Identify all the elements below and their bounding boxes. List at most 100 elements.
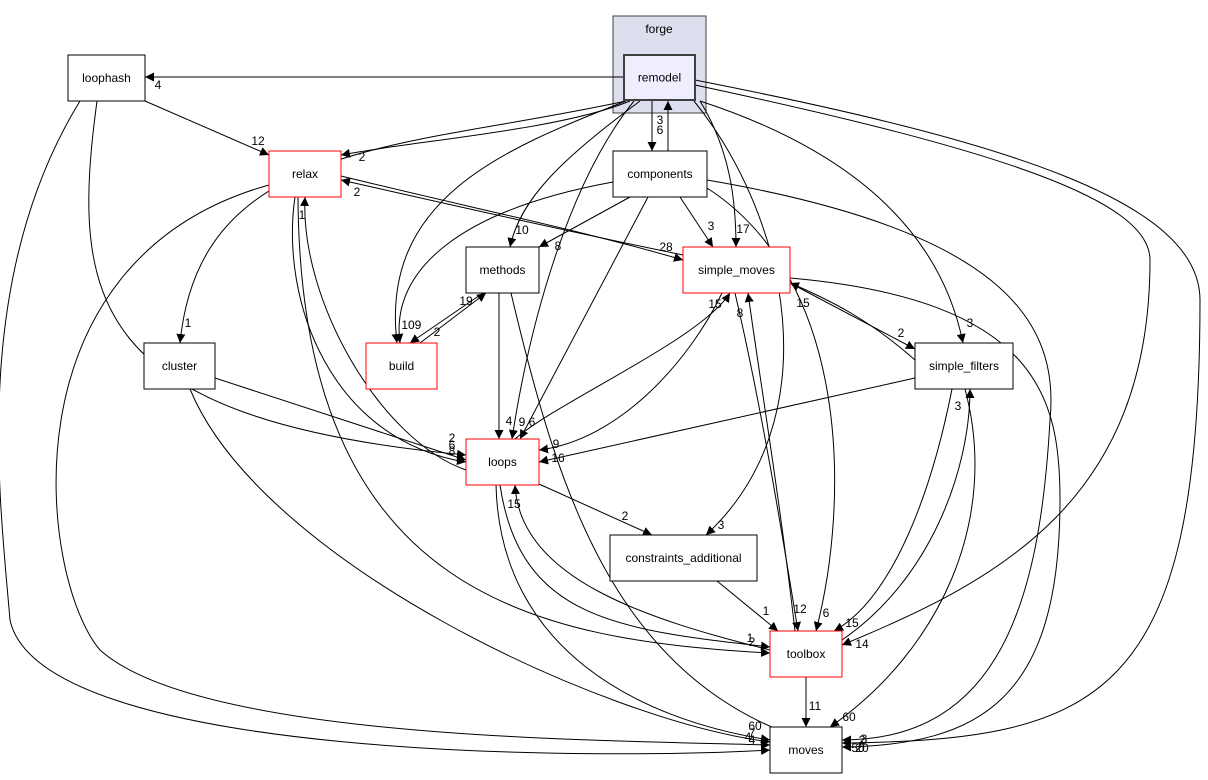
edge-weight-label: 7 — [749, 726, 756, 740]
node-simple-filters[interactable]: simple_filters — [914, 342, 1014, 390]
edge-remodel-to-constraints_additional: 3 — [693, 100, 785, 536]
node-box[interactable] — [612, 150, 708, 198]
edge-line — [391, 100, 627, 344]
edge-weight-label: 2 — [449, 431, 456, 445]
edge-line — [734, 292, 802, 632]
edge-line — [538, 483, 653, 536]
edge-components-to-toolbox: 6 — [706, 187, 836, 632]
edge-toolbox-to-moves: 11 — [801, 677, 822, 727]
node-label[interactable]: loops — [488, 455, 517, 469]
edge-weight-label: 6 — [823, 606, 830, 620]
node-box[interactable] — [682, 246, 791, 294]
edge-line — [694, 79, 1201, 748]
edge-weight-label: 6 — [657, 123, 664, 137]
edge-line — [409, 292, 484, 344]
edge-weight-label: 28 — [659, 240, 673, 254]
edge-remodel-to-toolbox: 14 — [694, 84, 1151, 651]
node-box[interactable] — [465, 438, 540, 486]
node-simple-moves[interactable]: simple_moves — [682, 246, 791, 294]
node-label[interactable]: relax — [292, 167, 318, 181]
edge-line — [699, 100, 741, 248]
node-box[interactable] — [609, 534, 758, 582]
edge-weight-label: 12 — [251, 134, 265, 148]
edge-relax-to-moves: 7 — [55, 184, 771, 750]
node-label[interactable]: remodel — [638, 71, 681, 85]
edge-simple_filters-to-toolbox: 15 — [833, 388, 953, 632]
edge-line — [833, 388, 953, 632]
edge-weight-label: 1 — [185, 316, 192, 330]
edge-line — [716, 580, 779, 632]
edge-weight-label: 60 — [842, 710, 856, 724]
edge-simple_moves-to-loops: 9 — [538, 292, 723, 454]
edge-line — [144, 100, 270, 156]
edge-simple_moves-to-relax: 2 — [340, 177, 684, 256]
edge-components-to-methods: 8 — [538, 196, 631, 253]
edge-loops-to-relax: 1 — [299, 196, 467, 471]
edge-simple_filters-to-moves: 60 — [829, 388, 976, 728]
edge-weight-label: 60 — [748, 719, 762, 733]
node-moves[interactable]: moves — [769, 726, 843, 774]
edge-simple_moves-to-moves: 50 — [789, 277, 1061, 755]
edge-weight-label: 2 — [622, 509, 629, 523]
edge-loophash-to-moves: 4 — [0, 100, 771, 756]
edge-line — [789, 277, 1061, 752]
node-loops[interactable]: loops — [465, 438, 540, 486]
edge-loophash-to-loops: 2 — [88, 100, 467, 459]
edge-components-to-simple_moves: 3 — [679, 196, 715, 248]
node-label[interactable]: build — [389, 359, 414, 373]
edge-weight-label: 12 — [793, 602, 807, 616]
edge-line — [694, 84, 1151, 646]
node-label[interactable]: moves — [788, 743, 823, 757]
node-cluster[interactable]: cluster — [143, 342, 216, 390]
edge-simple_moves-to-toolbox: 12 — [734, 292, 807, 632]
edge-relax-to-toolbox: 2 — [297, 196, 771, 657]
node-box[interactable] — [67, 54, 146, 102]
node-label[interactable]: simple_filters — [929, 359, 999, 373]
node-label[interactable]: methods — [479, 263, 525, 277]
edge-components-to-loops: 6 — [519, 196, 649, 440]
edge-line — [419, 292, 487, 344]
node-remodel[interactable]: remodel — [623, 54, 696, 101]
edge-weight-label: 15 — [507, 497, 521, 511]
node-label[interactable]: constraints_additional — [625, 551, 741, 565]
edge-line — [88, 100, 467, 459]
node-box[interactable] — [623, 54, 696, 101]
edge-line — [297, 196, 771, 657]
node-loophash[interactable]: loophash — [67, 54, 146, 102]
node-box[interactable] — [365, 342, 438, 390]
node-box[interactable] — [769, 726, 843, 774]
edge-weight-label: 50 — [851, 741, 865, 755]
edge-weight-label: 4 — [749, 733, 756, 747]
edge-weight-label: 19 — [459, 294, 473, 308]
edge-weight-label: 9 — [553, 437, 560, 451]
node-label[interactable]: components — [627, 167, 692, 181]
edge-line — [538, 377, 916, 465]
node-label[interactable]: toolbox — [787, 647, 826, 661]
node-build[interactable]: build — [365, 342, 438, 390]
cluster-label: forge — [645, 22, 673, 36]
edge-components-to-build: 9 — [394, 181, 614, 344]
edge-line — [744, 292, 796, 632]
edge-weight-label: 8 — [737, 306, 744, 320]
node-box[interactable] — [914, 342, 1014, 390]
node-components[interactable]: components — [612, 150, 708, 198]
edge-weight-label: 8 — [449, 444, 456, 458]
edge-cluster-to-moves: 4 — [189, 388, 771, 746]
node-label[interactable]: cluster — [162, 359, 197, 373]
node-methods[interactable]: methods — [465, 246, 540, 294]
node-toolbox[interactable]: toolbox — [769, 630, 843, 678]
edge-weight-label: 3 — [955, 399, 962, 413]
node-label[interactable]: loophash — [82, 71, 131, 85]
edge-line — [340, 177, 684, 256]
node-relax[interactable]: relax — [268, 150, 342, 198]
node-box[interactable] — [465, 246, 540, 294]
edge-simple_filters-to-loops: 16 — [538, 377, 916, 465]
node-box[interactable] — [143, 342, 216, 390]
node-label[interactable]: simple_moves — [698, 263, 775, 277]
node-box[interactable] — [769, 630, 843, 678]
node-box[interactable] — [268, 150, 342, 198]
edge-cluster-to-loops: 6 — [214, 377, 467, 462]
edge-remodel-to-build: 10 — [391, 100, 627, 344]
node-constraints-additional[interactable]: constraints_additional — [609, 534, 758, 582]
